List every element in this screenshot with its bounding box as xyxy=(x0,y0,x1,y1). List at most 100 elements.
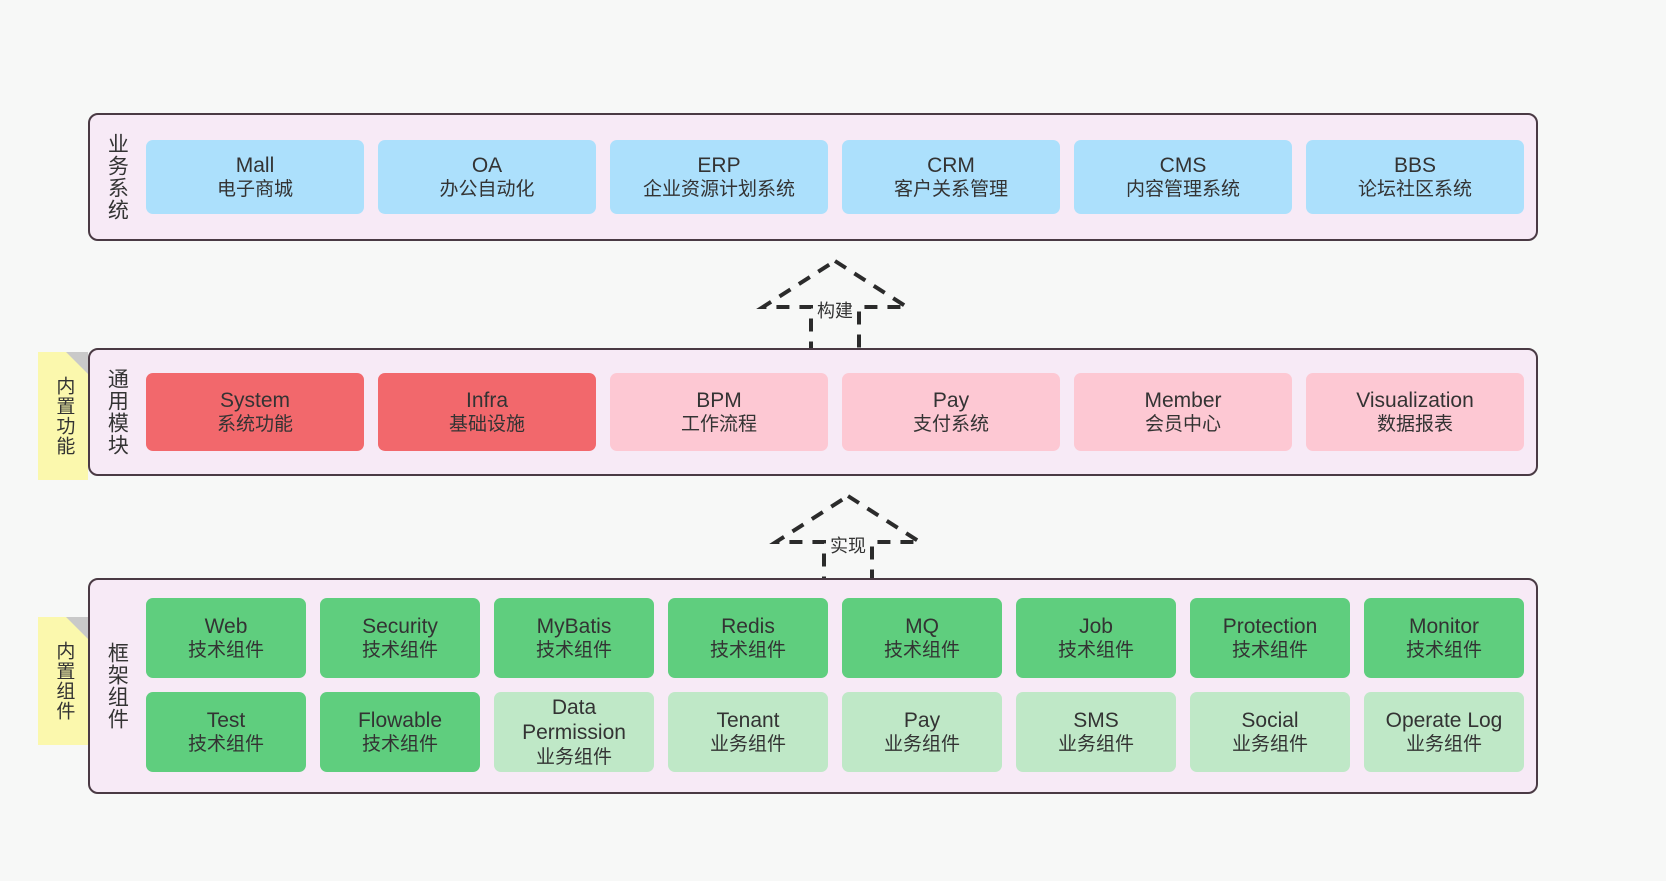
node-pay-component-subtitle: 业务组件 xyxy=(883,734,960,756)
node-infra-subtitle: 基础设施 xyxy=(448,414,525,436)
node-web[interactable]: Web 技术组件 xyxy=(146,598,306,678)
node-web-title: Web xyxy=(204,614,248,638)
arrow-build: 构建 xyxy=(755,257,915,357)
node-sms[interactable]: SMS 业务组件 xyxy=(1016,692,1176,772)
node-member[interactable]: Member 会员中心 xyxy=(1074,373,1292,451)
node-mybatis[interactable]: MyBatis 技术组件 xyxy=(494,598,654,678)
node-pay-module-title: Pay xyxy=(932,388,970,412)
node-mall-title: Mall xyxy=(235,153,275,177)
node-flowable[interactable]: Flowable 技术组件 xyxy=(320,692,480,772)
node-operate-log-subtitle: 业务组件 xyxy=(1405,734,1482,756)
node-oa-title: OA xyxy=(471,153,503,177)
node-monitor-subtitle: 技术组件 xyxy=(1405,640,1482,662)
node-erp[interactable]: ERP 企业资源计划系统 xyxy=(610,140,828,214)
node-job-subtitle: 技术组件 xyxy=(1057,640,1134,662)
node-test[interactable]: Test 技术组件 xyxy=(146,692,306,772)
node-redis-title: Redis xyxy=(721,614,775,638)
node-job-title: Job xyxy=(1079,614,1113,638)
node-system[interactable]: System 系统功能 xyxy=(146,373,364,451)
node-bpm-subtitle: 工作流程 xyxy=(680,414,757,436)
layer-body-business-system: Mall 电子商城 OA 办公自动化 ERP 企业资源计划系统 CRM 客户关系… xyxy=(142,115,1536,239)
node-infra-title: Infra xyxy=(465,388,509,412)
node-system-title: System xyxy=(219,388,290,412)
node-test-subtitle: 技术组件 xyxy=(187,734,264,756)
node-protection-subtitle: 技术组件 xyxy=(1231,640,1308,662)
note-builtin-function: 内置功能 xyxy=(38,352,88,480)
arrow-implement: 实现 xyxy=(768,492,928,592)
framework-row-technical: Web 技术组件 Security 技术组件 MyBatis 技术组件 Redi… xyxy=(146,598,1524,678)
node-visualization-title: Visualization xyxy=(1356,388,1474,412)
node-member-subtitle: 会员中心 xyxy=(1144,414,1221,436)
note-builtin-component-text: 内置组件 xyxy=(53,641,75,721)
node-bpm-title: BPM xyxy=(696,388,742,412)
node-monitor-title: Monitor xyxy=(1408,614,1480,638)
node-social-title: Social xyxy=(1241,708,1299,732)
node-bbs-subtitle: 论坛社区系统 xyxy=(1357,179,1472,201)
node-data-permission-title: Data Permission xyxy=(522,695,626,745)
node-pay-module[interactable]: Pay 支付系统 xyxy=(842,373,1060,451)
node-mq[interactable]: MQ 技术组件 xyxy=(842,598,1002,678)
node-social-subtitle: 业务组件 xyxy=(1231,734,1308,756)
node-security-subtitle: 技术组件 xyxy=(361,640,438,662)
layer-common-module[interactable]: 通用模块 System 系统功能 Infra 基础设施 BPM 工作流程 Pay… xyxy=(88,348,1538,476)
node-mybatis-subtitle: 技术组件 xyxy=(535,640,612,662)
node-sms-title: SMS xyxy=(1073,708,1119,732)
node-data-permission[interactable]: Data Permission 业务组件 xyxy=(494,692,654,772)
layer-title-framework-component: 框架组件 xyxy=(105,642,129,730)
layer-title-common-module: 通用模块 xyxy=(105,368,129,456)
node-mall[interactable]: Mall 电子商城 xyxy=(146,140,364,214)
note-builtin-function-text: 内置功能 xyxy=(53,376,75,456)
node-tenant-title: Tenant xyxy=(716,708,780,732)
node-protection[interactable]: Protection 技术组件 xyxy=(1190,598,1350,678)
node-cms-subtitle: 内容管理系统 xyxy=(1125,179,1240,201)
node-pay-module-subtitle: 支付系统 xyxy=(912,414,989,436)
node-bpm[interactable]: BPM 工作流程 xyxy=(610,373,828,451)
arrow-build-label: 构建 xyxy=(817,301,853,321)
node-redis-subtitle: 技术组件 xyxy=(709,640,786,662)
node-bbs[interactable]: BBS 论坛社区系统 xyxy=(1306,140,1524,214)
node-mybatis-title: MyBatis xyxy=(536,614,612,638)
layer-body-framework-component: Web 技术组件 Security 技术组件 MyBatis 技术组件 Redi… xyxy=(142,580,1536,792)
node-web-subtitle: 技术组件 xyxy=(187,640,264,662)
node-security[interactable]: Security 技术组件 xyxy=(320,598,480,678)
node-cms[interactable]: CMS 内容管理系统 xyxy=(1074,140,1292,214)
node-pay-component[interactable]: Pay 业务组件 xyxy=(842,692,1002,772)
layer-title-business-system: 业务系统 xyxy=(105,133,129,221)
node-oa-subtitle: 办公自动化 xyxy=(439,179,535,201)
node-mq-title: MQ xyxy=(905,614,939,638)
node-operate-log-title: Operate Log xyxy=(1385,708,1503,732)
node-tenant[interactable]: Tenant 业务组件 xyxy=(668,692,828,772)
node-erp-subtitle: 企业资源计划系统 xyxy=(642,179,795,201)
node-operate-log[interactable]: Operate Log 业务组件 xyxy=(1364,692,1524,772)
node-sms-subtitle: 业务组件 xyxy=(1057,734,1134,756)
node-security-title: Security xyxy=(362,614,438,638)
node-oa[interactable]: OA 办公自动化 xyxy=(378,140,596,214)
node-crm-title: CRM xyxy=(927,153,975,177)
layer-framework-component[interactable]: 框架组件 Web 技术组件 Security 技术组件 MyBatis 技术组件… xyxy=(88,578,1538,794)
node-protection-title: Protection xyxy=(1222,614,1318,638)
node-flowable-title: Flowable xyxy=(357,708,443,732)
node-erp-title: ERP xyxy=(697,153,741,177)
node-crm-subtitle: 客户关系管理 xyxy=(893,179,1008,201)
node-pay-component-title: Pay xyxy=(903,708,941,732)
node-social[interactable]: Social 业务组件 xyxy=(1190,692,1350,772)
node-flowable-subtitle: 技术组件 xyxy=(361,734,438,756)
node-visualization[interactable]: Visualization 数据报表 xyxy=(1306,373,1524,451)
arrow-implement-label: 实现 xyxy=(830,536,866,556)
node-redis[interactable]: Redis 技术组件 xyxy=(668,598,828,678)
node-mall-subtitle: 电子商城 xyxy=(216,179,293,201)
node-member-title: Member xyxy=(1144,388,1222,412)
node-tenant-subtitle: 业务组件 xyxy=(709,734,786,756)
layer-business-system[interactable]: 业务系统 Mall 电子商城 OA 办公自动化 ERP 企业资源计划系统 CRM… xyxy=(88,113,1538,241)
node-monitor[interactable]: Monitor 技术组件 xyxy=(1364,598,1524,678)
note-fold-corner-icon xyxy=(66,617,88,639)
node-cms-title: CMS xyxy=(1159,153,1207,177)
node-crm[interactable]: CRM 客户关系管理 xyxy=(842,140,1060,214)
node-mq-subtitle: 技术组件 xyxy=(883,640,960,662)
node-infra[interactable]: Infra 基础设施 xyxy=(378,373,596,451)
node-test-title: Test xyxy=(206,708,246,732)
node-visualization-subtitle: 数据报表 xyxy=(1376,414,1453,436)
framework-row-business: Test 技术组件 Flowable 技术组件 Data Permission … xyxy=(146,692,1524,772)
node-job[interactable]: Job 技术组件 xyxy=(1016,598,1176,678)
